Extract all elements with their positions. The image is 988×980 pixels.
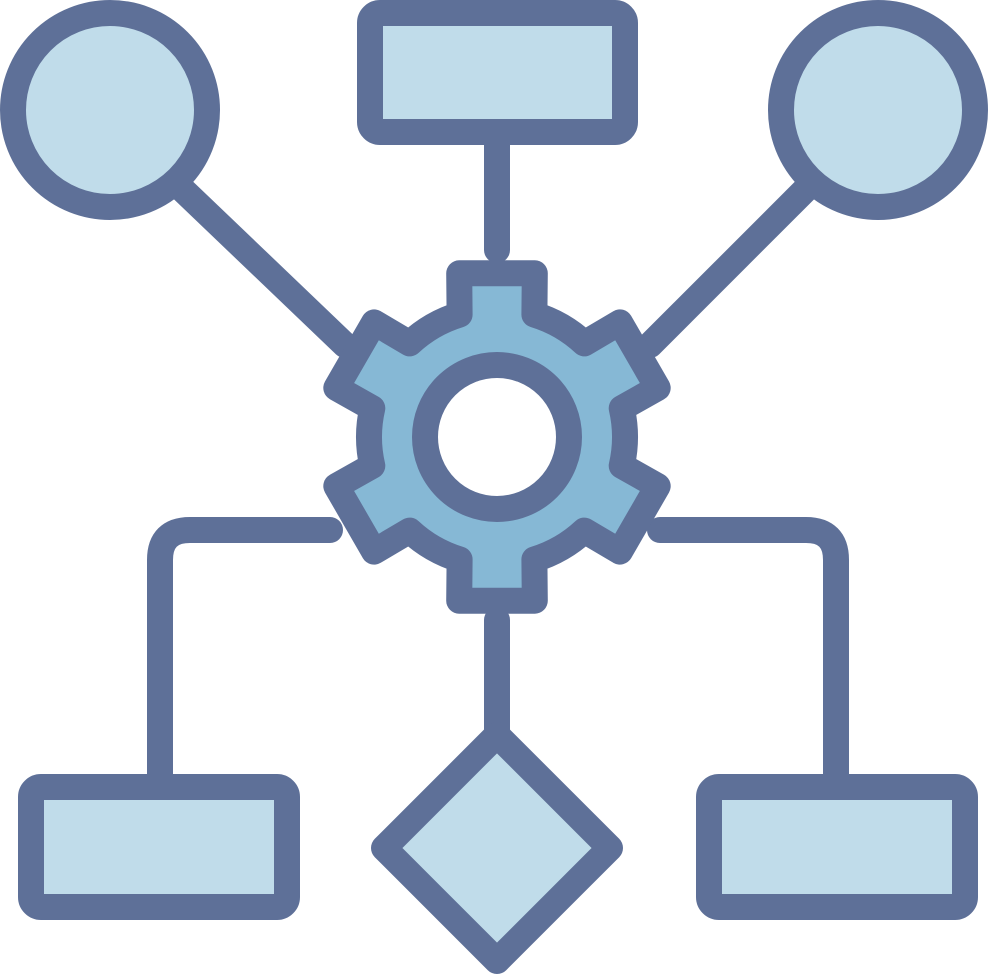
- connector-lines: [147, 119, 849, 803]
- bottom-center-diamond-node: [371, 722, 623, 974]
- top-right-circle-node: [768, 0, 988, 220]
- gear-hub: [412, 352, 582, 522]
- bottom-left-rectangle-node: [18, 774, 300, 920]
- top-center-rectangle-node: [357, 0, 638, 145]
- connector-top-left: [170, 177, 358, 358]
- connector-bottom-right: [647, 517, 849, 803]
- connector-top-right: [637, 177, 818, 358]
- top-left-circle-node: [0, 0, 220, 220]
- connector-bottom-left: [147, 517, 343, 803]
- bottom-right-rectangle-node: [696, 774, 978, 920]
